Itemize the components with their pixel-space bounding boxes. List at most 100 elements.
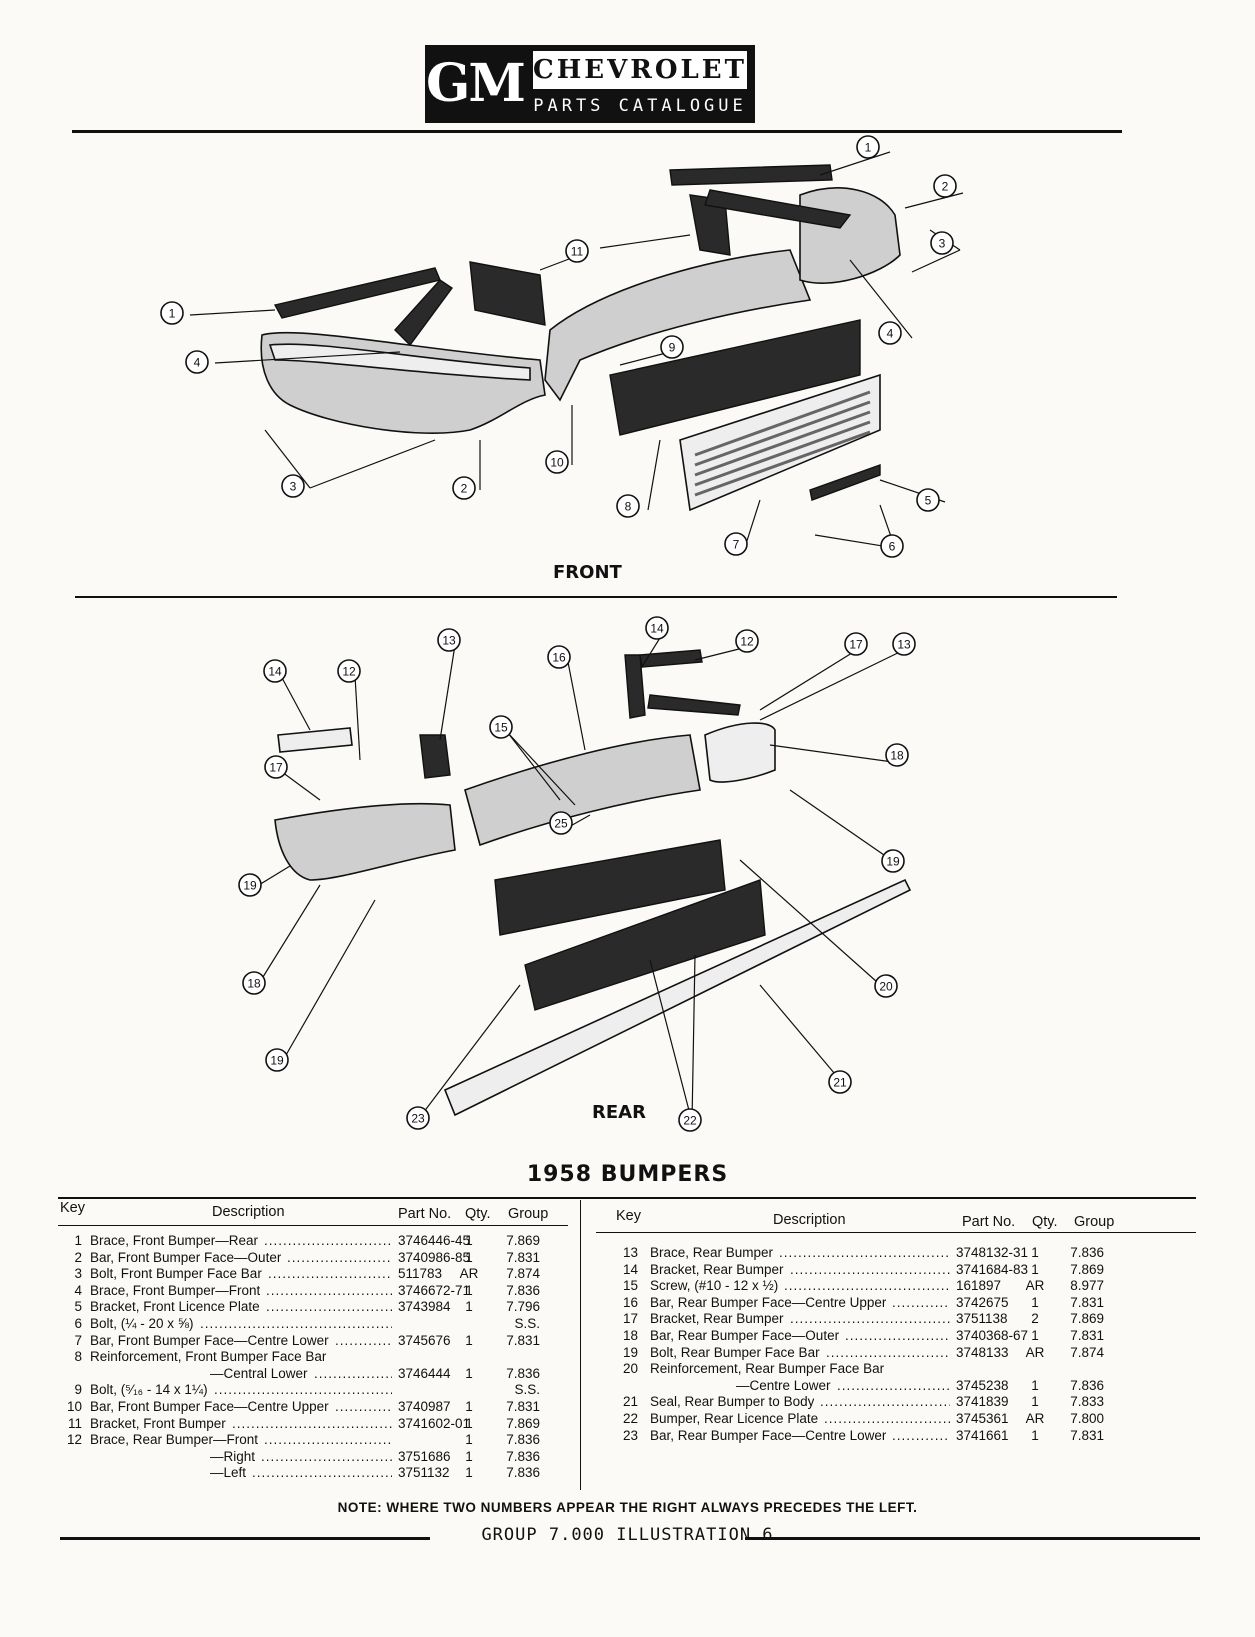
- row-group: 7.836: [1070, 1245, 1104, 1260]
- header-key: Key: [60, 1200, 85, 1216]
- row-description: Reinforcement, Front Bumper Face Bar: [90, 1349, 327, 1365]
- row-group: 7.869: [506, 1233, 540, 1248]
- row-part-no: 3751138: [956, 1311, 1008, 1327]
- rear-brace-13-right: [647, 694, 741, 716]
- row-qty: 1: [465, 1249, 473, 1265]
- row-qty: 1: [465, 1415, 473, 1431]
- row-key: 13: [622, 1245, 638, 1260]
- rear-seal: [443, 878, 912, 1117]
- callout-rear-13: 13: [892, 632, 916, 656]
- row-description: Bar, Front Bumper Face—Centre Upper: [90, 1399, 329, 1414]
- callout-rear-16: 16: [547, 645, 571, 669]
- table-header-rule-left: [58, 1225, 568, 1226]
- svg-text:1: 1: [169, 307, 176, 321]
- svg-text:1: 1: [865, 141, 872, 155]
- callout-rear-19: 19: [265, 1048, 289, 1072]
- callout-rear-17: 17: [844, 632, 868, 656]
- front-centre-lower-bar: [679, 373, 881, 512]
- row-part-no: 3741839: [956, 1394, 1009, 1410]
- svg-text:2: 2: [461, 482, 468, 496]
- row-key: 19: [622, 1344, 638, 1360]
- row-key: 20: [622, 1361, 638, 1377]
- svg-text:2: 2: [942, 180, 949, 194]
- svg-text:14: 14: [268, 665, 282, 679]
- row-group: 7.831: [1070, 1294, 1104, 1310]
- rear-brace-12-right: [639, 649, 703, 668]
- row-qty: AR: [1025, 1344, 1045, 1360]
- row-qty: 1: [465, 1365, 473, 1381]
- svg-text:23: 23: [411, 1112, 425, 1126]
- row-leader-dots: .......................................: [784, 1278, 950, 1294]
- row-qty: 1: [1031, 1394, 1039, 1410]
- row-description: Bracket, Rear Bumper: [650, 1311, 784, 1327]
- header-group: Group: [508, 1206, 549, 1222]
- row-qty: 2: [1031, 1311, 1039, 1327]
- row-leader-dots: .............................: [826, 1344, 950, 1360]
- table-column-divider: [580, 1200, 582, 1490]
- header-qty: Qty.: [1032, 1214, 1058, 1230]
- front-centre-upper-bar: [544, 249, 812, 402]
- callout-rear-17: 17: [264, 755, 288, 779]
- row-leader-dots: ......................................: [232, 1415, 392, 1431]
- svg-text:7: 7: [733, 538, 740, 552]
- row-qty: 1: [1031, 1294, 1039, 1310]
- row-leader-dots: ..................: [314, 1365, 392, 1381]
- row-description: Bracket, Rear Bumper: [650, 1261, 784, 1277]
- svg-text:5: 5: [925, 494, 932, 508]
- rear-centre-upper-bar: [464, 734, 701, 847]
- row-key: 16: [622, 1294, 638, 1310]
- row-group: 7.836: [506, 1282, 540, 1298]
- svg-text:10: 10: [550, 456, 564, 470]
- svg-text:19: 19: [270, 1054, 284, 1068]
- row-key: 3: [74, 1266, 82, 1282]
- header-key: Key: [616, 1208, 641, 1224]
- row-qty: 1: [1031, 1261, 1039, 1277]
- catalogue-header: GM CHEVROLET PARTS CATALOGUE: [425, 45, 755, 123]
- rear-brace-front: [277, 727, 353, 753]
- row-qty: AR: [1025, 1411, 1045, 1426]
- svg-text:16: 16: [552, 651, 566, 665]
- table-title: 1958 BUMPERS: [526, 1162, 729, 1187]
- row-group: 7.836: [506, 1365, 540, 1381]
- row-qty: 1: [465, 1332, 473, 1348]
- row-key: 18: [622, 1328, 638, 1343]
- svg-text:14: 14: [650, 622, 664, 636]
- row-group: 7.796: [506, 1299, 540, 1315]
- front-label: FRONT: [553, 562, 622, 583]
- svg-text:9: 9: [669, 341, 676, 355]
- row-part-no: 3745676: [398, 1332, 451, 1348]
- row-leader-dots: .........................: [845, 1328, 950, 1343]
- row-qty: 1: [1031, 1328, 1039, 1343]
- row-leader-dots: .........................: [287, 1249, 392, 1265]
- row-qty: 1: [465, 1465, 473, 1481]
- front-brace-rear-right: [669, 164, 833, 186]
- front-outer-bar-highlight: [268, 343, 531, 381]
- callout-rear-25: 25: [549, 811, 573, 835]
- row-leader-dots: ..............................: [264, 1432, 392, 1448]
- row-part-no: 3741602-01: [398, 1415, 471, 1431]
- row-group: 7.831: [1070, 1427, 1104, 1443]
- row-key: 11: [67, 1415, 82, 1431]
- row-part-no: 3746444: [398, 1365, 451, 1381]
- row-description: Brace, Front Bumper—Rear: [90, 1233, 259, 1248]
- row-part-no: 3740987: [398, 1399, 451, 1414]
- callout-rear-13: 13: [437, 628, 461, 652]
- callout-front-1: 1: [160, 301, 184, 325]
- row-leader-dots: ..............................: [264, 1233, 392, 1248]
- row-key: 5: [74, 1299, 82, 1315]
- callout-rear-12: 12: [735, 629, 759, 653]
- header-rule: [72, 130, 1122, 133]
